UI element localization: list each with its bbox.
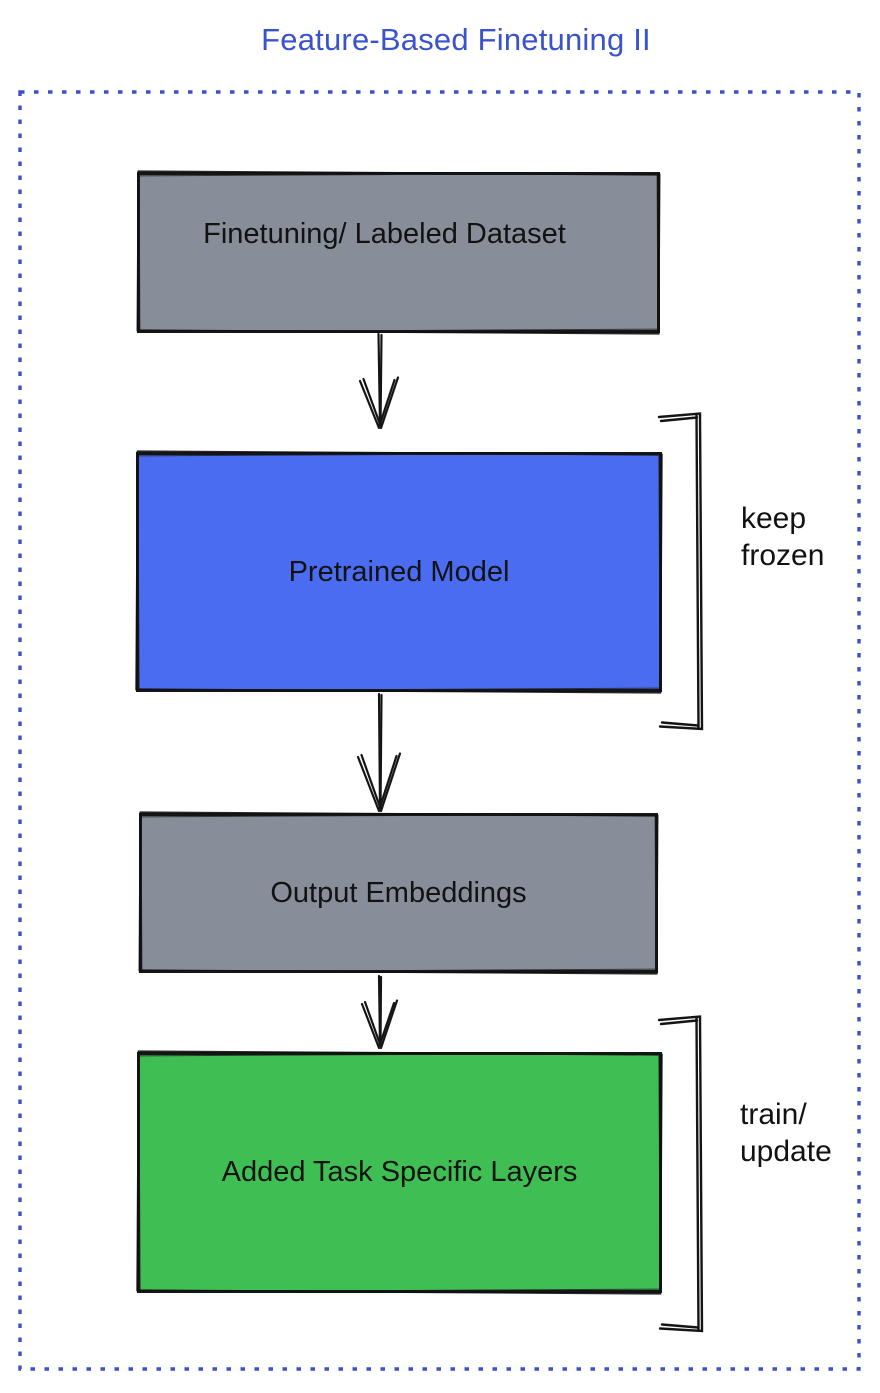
annotation-line: update: [740, 1135, 832, 1168]
node-finetuning-dataset: Finetuning/ Labeled Dataset: [137, 172, 660, 333]
arrow-embeddings-to-tasklayers: [360, 974, 399, 1050]
annotation-line: train/: [740, 1098, 807, 1131]
bracket-keep-frozen: [657, 412, 704, 731]
node-pretrained-model: Pretrained Model: [136, 452, 662, 692]
annotation-train-update: train/ update: [740, 1096, 832, 1170]
arrow-dataset-to-pretrained: [358, 332, 400, 430]
diagram-title: Feature-Based Finetuning II: [261, 22, 651, 57]
node-label: Finetuning/ Labeled Dataset: [203, 218, 566, 250]
arrow-pretrained-to-embeddings: [356, 692, 402, 813]
node-label: Output Embeddings: [270, 876, 527, 909]
node-output-embeddings: Output Embeddings: [139, 813, 658, 973]
annotation-keep-frozen: keep frozen: [741, 500, 824, 574]
node-task-specific-layers: Added Task Specific Layers: [137, 1052, 662, 1293]
node-label: Pretrained Model: [288, 555, 510, 588]
node-label: Added Task Specific Layers: [221, 1156, 578, 1188]
bracket-train-update: [657, 1015, 704, 1333]
annotation-line: keep: [741, 502, 807, 535]
annotation-line: frozen: [741, 539, 825, 572]
